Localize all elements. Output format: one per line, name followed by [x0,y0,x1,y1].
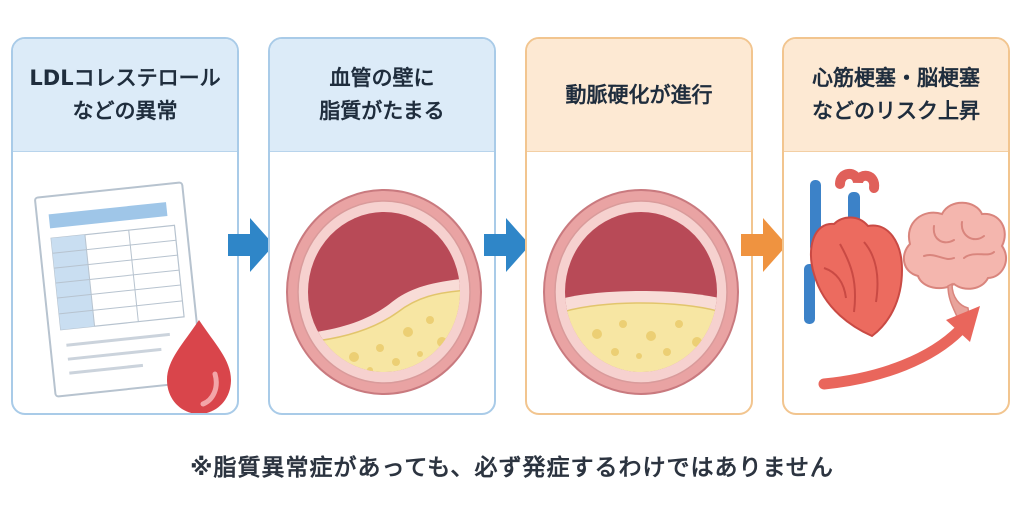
step-card-4: 心筋梗塞・脳梗塞 などのリスク上昇 [782,37,1010,415]
step-title-4-line1: 心筋梗塞・脳梗塞 [812,66,980,90]
step-title-4-line2: などのリスク上昇 [812,99,980,123]
artery-cross-section-icon [286,189,482,395]
step-title-1-line2: などの異常 [72,99,178,123]
blue-arrow-icon-1 [228,218,274,272]
brain-icon [902,201,1007,325]
step-title-3: 動脈硬化が進行 [527,39,751,152]
heart-icon [804,169,904,338]
step-card-1: LDLコレステロール などの異常 [11,37,239,415]
step-title-3-line1: 動脈硬化が進行 [565,82,713,107]
step-title-2-line1: 血管の壁に [329,66,435,90]
step-title-2: 血管の壁に 脂質がたまる [270,39,494,152]
step-card-3: 動脈硬化が進行 [525,37,753,415]
step-title-1: LDLコレステロール などの異常 [13,39,237,152]
step-title-1-line1: LDLコレステロール [29,66,221,90]
disclaimer-note: ※脂質異常症があっても、必ず発症するわけではありません [190,455,834,481]
rising-arrow-icon [818,306,980,390]
risk-illustration [804,169,1007,390]
narrowed-artery-icon [543,189,739,395]
test-report-icon [34,181,231,413]
blood-drop-icon [167,320,231,413]
blue-arrow-icon-2 [484,218,530,272]
step-title-2-line2: 脂質がたまる [319,99,445,123]
step-title-4: 心筋梗塞・脳梗塞 などのリスク上昇 [784,39,1008,152]
orange-arrow-icon [741,218,787,272]
step-card-2: 血管の壁に 脂質がたまる [268,37,496,415]
